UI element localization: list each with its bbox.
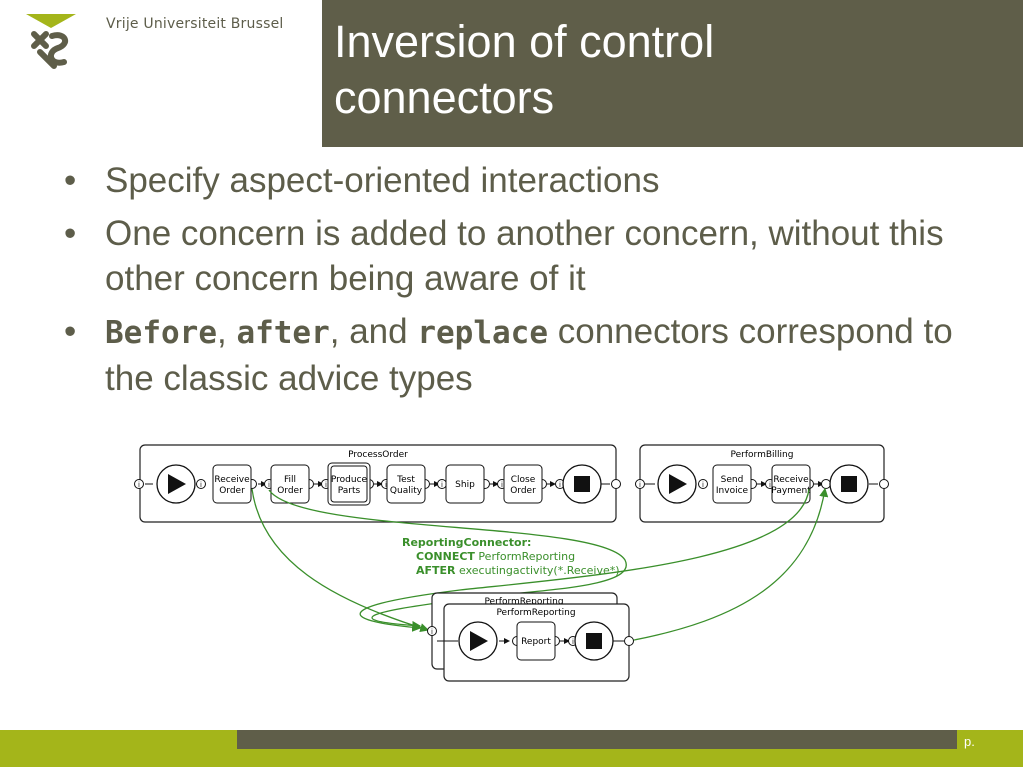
- svg-text:i: i: [431, 628, 433, 636]
- title-line-2: connectors: [334, 72, 555, 123]
- svg-text:Invoice: Invoice: [716, 486, 749, 496]
- stop-icon: [841, 476, 857, 492]
- svg-text:i: i: [441, 481, 443, 489]
- perform-reporting-title-back: PerformReporting: [484, 597, 563, 607]
- svg-text:i: i: [559, 481, 561, 489]
- svg-text:Receive: Receive: [214, 475, 250, 485]
- bullet-list: • Specify aspect-oriented interactions • O…: [64, 158, 994, 409]
- bullet-text: connectors correspond to the classic adv…: [105, 312, 953, 398]
- slide-title: Inversion of control connectors: [334, 14, 714, 126]
- svg-text:Payment: Payment: [771, 486, 811, 496]
- title-line-1: Inversion of control: [334, 16, 715, 67]
- activity-test-quality: Test Quality: [386, 464, 426, 504]
- perform-billing-workflow: PerformBilling Send Invoice Receive Paym…: [635, 444, 889, 523]
- vub-logo-icon: [26, 14, 76, 69]
- activity-send-invoice: Send Invoice: [712, 464, 752, 504]
- svg-text:Order: Order: [277, 486, 303, 496]
- svg-text:i: i: [501, 481, 503, 489]
- reporting-connector-label: ReportingConnector: CONNECT PerformRepor…: [402, 536, 620, 577]
- svg-text:Produce: Produce: [331, 475, 368, 485]
- svg-text:i: i: [769, 481, 771, 489]
- svg-text:Send: Send: [721, 475, 744, 485]
- activity-report: Report: [516, 621, 556, 661]
- svg-text:Fill: Fill: [284, 475, 296, 485]
- keyword-replace: replace: [417, 315, 548, 351]
- svg-text:Close: Close: [511, 475, 536, 485]
- play-icon: [470, 631, 488, 651]
- svg-text:i: i: [200, 481, 202, 489]
- bullet-text: Specify aspect-oriented interactions: [105, 161, 660, 200]
- keyword-after: after: [236, 315, 330, 351]
- svg-text:Order: Order: [219, 486, 245, 496]
- svg-text:i: i: [639, 481, 641, 489]
- svg-text:Order: Order: [510, 486, 536, 496]
- page-number: p.: [964, 734, 975, 749]
- port-labels: i i i i i i i i i i i i i i: [138, 481, 771, 646]
- svg-text:i: i: [702, 481, 704, 489]
- bullet-dot: •: [64, 214, 77, 253]
- svg-text:Ship: Ship: [455, 480, 475, 490]
- footer-stripe: [237, 730, 957, 749]
- svg-text:i: i: [572, 638, 574, 646]
- svg-text:i: i: [385, 481, 387, 489]
- bullet-sep: , and: [329, 312, 418, 351]
- stop-icon: [574, 476, 590, 492]
- svg-text:Test: Test: [396, 475, 415, 485]
- activity-close-order: Close Order: [503, 464, 543, 504]
- bullet-dot: •: [64, 312, 77, 351]
- title-box: Inversion of control connectors: [322, 0, 1023, 147]
- svg-text:AFTER executingactivity(*.Rece: AFTER executingactivity(*.Receive*): [416, 564, 620, 577]
- process-order-title: ProcessOrder: [348, 450, 408, 460]
- activity-receive-payment: Receive Payment: [771, 464, 811, 504]
- activity-ship: Ship: [445, 464, 485, 504]
- perform-reporting-title: PerformReporting: [496, 608, 575, 618]
- bullet-item: • Before, after, and replace connectors c…: [64, 309, 994, 401]
- svg-text:Report: Report: [521, 637, 551, 647]
- play-icon: [168, 474, 186, 494]
- bullet-text: One concern is added to another concern,…: [105, 214, 944, 298]
- svg-text:Receive: Receive: [773, 475, 809, 485]
- perform-reporting-workflow: PerformReporting PerformReporting Report: [427, 592, 634, 682]
- svg-text:i: i: [138, 481, 140, 489]
- activity-produce-parts: Produce Parts: [327, 462, 371, 506]
- bullet-item: • Specify aspect-oriented interactions: [64, 158, 994, 203]
- process-order-workflow: ProcessOrder Receive Order: [134, 444, 621, 523]
- svg-text:Parts: Parts: [338, 486, 361, 496]
- svg-text:i: i: [516, 638, 518, 646]
- bullet-sep: ,: [216, 312, 237, 351]
- activity-fill-order: Fill Order: [270, 464, 310, 504]
- bullet-dot: •: [64, 161, 77, 200]
- svg-text:i: i: [268, 481, 270, 489]
- perform-billing-title: PerformBilling: [731, 450, 794, 460]
- svg-text:Quality: Quality: [390, 486, 423, 496]
- keyword-before: Before: [105, 315, 217, 351]
- svg-text:CONNECT PerformReporting: CONNECT PerformReporting: [416, 550, 575, 563]
- bullet-item: • One concern is added to another concern…: [64, 211, 994, 301]
- activity-receive-order: Receive Order: [212, 464, 252, 504]
- play-icon: [669, 474, 687, 494]
- svg-text:i: i: [325, 481, 327, 489]
- connector-arrows: [251, 487, 829, 642]
- university-name: Vrije Universiteit Brussel: [106, 16, 284, 32]
- stop-icon: [586, 633, 602, 649]
- svg-text:ReportingConnector:: ReportingConnector:: [402, 536, 531, 549]
